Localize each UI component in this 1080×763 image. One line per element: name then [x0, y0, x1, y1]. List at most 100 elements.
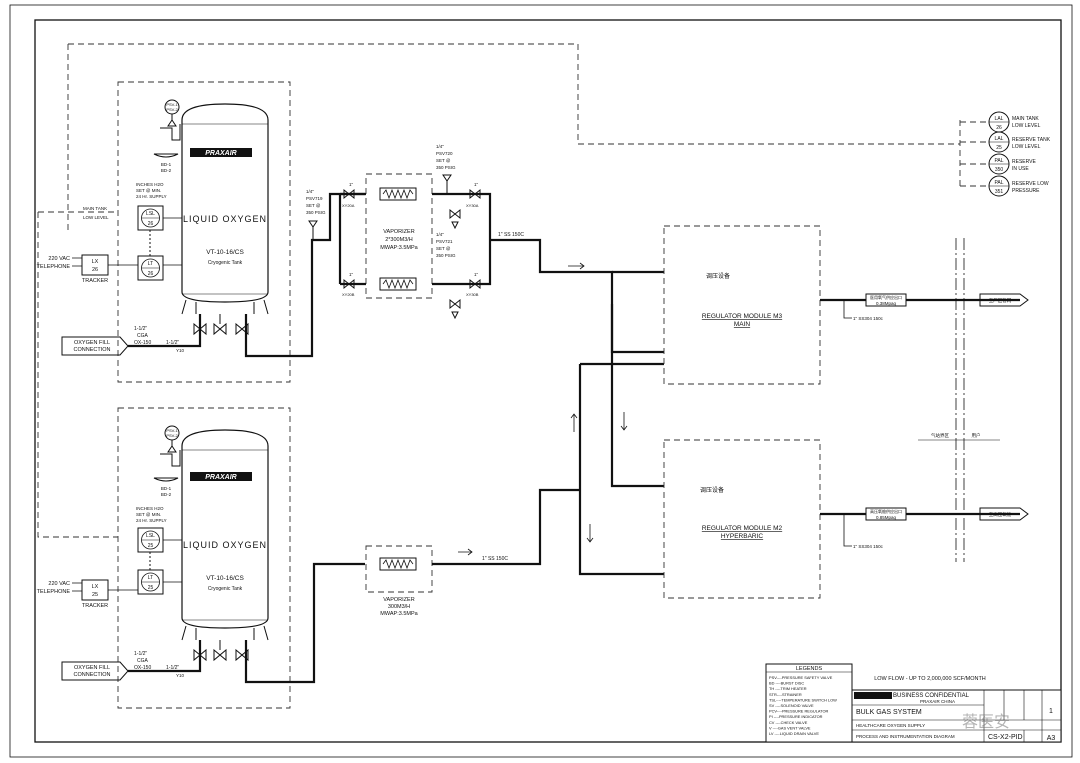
- vaporizer-boundary: [365, 173, 433, 299]
- legend-title: LEGENDS: [796, 666, 823, 672]
- drain-valve: [213, 648, 227, 662]
- confidential-sub: PRAXAIR CHINA: [920, 699, 955, 704]
- alarm-num: 25: [996, 145, 1002, 151]
- tank-model: VT-10-16/CS: [206, 249, 244, 256]
- tank-label: LIQUID OXYGEN: [183, 214, 267, 224]
- legend-item: BD ----BURST DISC: [769, 681, 804, 686]
- bd-tag-2: BD-2: [161, 168, 172, 173]
- outlet-pressure: 0.38Mpag: [876, 301, 897, 306]
- brand-logo: [854, 692, 892, 699]
- alarm-tag: PAL: [994, 158, 1003, 164]
- psv-psi: 350 PSIG: [306, 210, 326, 215]
- phone-label: TELEPHONE: [37, 264, 71, 270]
- regulator-sub: MAIN: [734, 321, 751, 328]
- cryogenic-tank: [181, 103, 269, 303]
- y-tag: Y10: [176, 348, 185, 353]
- psv-set: SET @: [436, 246, 451, 251]
- watermark: 蓉医安: [962, 713, 1010, 731]
- drawing-number: CS-X2-PID: [988, 734, 1023, 741]
- lt-num: 26: [148, 271, 154, 277]
- vaporizer-boundary: [365, 545, 433, 593]
- battery-limit: 气站界区 用户: [918, 238, 1000, 562]
- psv-psi: 350 PSIG: [436, 165, 456, 170]
- tank-model: VT-10-16/CS: [206, 575, 244, 582]
- psv-tag: PSV720: [436, 151, 453, 156]
- pipe-out-label: 1" SS 150C: [498, 232, 524, 238]
- tank-skid-boundary: [117, 81, 291, 383]
- alarm-label-2: PRESSURE: [1012, 188, 1040, 194]
- psv-size: 1/4": [436, 144, 444, 149]
- lsl-tag: LSL: [146, 533, 155, 539]
- pipe-cga: CGA: [137, 658, 149, 664]
- tracker-label: TRACKER: [82, 278, 108, 284]
- vaporizer-capacity: 2*300M3/H: [385, 237, 413, 243]
- tank-assembly-main: PRAXAIR LIQUID OXYGEN VT-10-16/CS Cryoge…: [37, 81, 365, 383]
- alarm-signal-lines: [37, 43, 988, 538]
- outlet-tag-box: [865, 507, 907, 521]
- tank-type: Cryogenic Tank: [208, 586, 243, 592]
- brand-logo: [190, 148, 252, 157]
- fill-connection-flag: [61, 336, 129, 356]
- valve-xy30a: [469, 188, 481, 200]
- psv-size: 1/4": [436, 232, 444, 237]
- alarm-label-2: LOW LEVEL: [1012, 144, 1041, 150]
- legend-item: LV ----LIQUID DRAIN VALVE: [769, 731, 819, 736]
- psv-set: SET @: [306, 203, 321, 208]
- alarm-tag: LAL: [995, 116, 1004, 122]
- valve-tag: XY30A: [466, 203, 479, 208]
- level-note-2: SET @ MIN.: [136, 188, 161, 193]
- fill-label-2: CONNECTION: [74, 347, 111, 353]
- valve-xy30b: [469, 278, 481, 290]
- outlet-pipe: 1" SS304 150c: [853, 316, 884, 321]
- pipe-size: 1-1/2": [134, 651, 147, 657]
- regulator-module-m2: 调压设备 REGULATOR MODULE M2 HYPERBARIC 高压氧舱…: [663, 439, 1029, 599]
- bd-tag: BD-1: [161, 162, 172, 167]
- lsl-tag: LSL: [146, 211, 155, 217]
- regulator-boundary: [663, 439, 821, 599]
- level-note-3: 24 Hr. SUPPLY: [136, 194, 167, 199]
- vaporizer-mawp: MWAP:3.5MPa: [380, 245, 418, 251]
- alarm-lal-26: LAL 26 MAIN TANK LOW LEVEL: [988, 111, 1041, 133]
- alarm-tag: LAL: [995, 136, 1004, 142]
- legend-item: TH ----TRIM HEATER: [769, 686, 807, 691]
- drawing-frame: [34, 19, 1062, 743]
- header-piping: [568, 262, 664, 576]
- tracker-label: TRACKER: [82, 603, 108, 609]
- alarm-num: 351: [995, 189, 1004, 195]
- psv-tag-2: PSV-2: [166, 107, 178, 112]
- psv-tag: PSV721: [436, 239, 453, 244]
- vaporizer-reserve-assembly: VAPORIZER 300M3/H MWAP:3.5MPa 1" SS 150C: [365, 488, 580, 617]
- lsl-num: 25: [148, 543, 154, 549]
- regulator-boundary: [663, 225, 821, 385]
- psv-set: SET @: [436, 158, 451, 163]
- fill-label: OXYGEN FILL: [74, 340, 110, 346]
- legend-item: PSV----PRESSURE SAFETY VALVE: [769, 675, 833, 680]
- fill-label-2: CONNECTION: [74, 672, 111, 678]
- alarm-num: 350: [995, 167, 1004, 173]
- regulator-cn: 调压设备: [706, 272, 730, 280]
- pipe-ox: OX-150: [134, 340, 151, 346]
- legend-item: V ----GAS VENT VALVE: [769, 725, 811, 730]
- revision: 1: [1049, 708, 1053, 715]
- alarm-tag: PAL: [994, 180, 1003, 186]
- alarm-pal-351: PAL 351 RESERVE LOW PRESSURE: [988, 175, 1049, 197]
- valve-tag: XY20A: [342, 203, 355, 208]
- vaporizer-mawp: MWAP:3.5MPa: [380, 611, 418, 617]
- liquid-valve: [235, 322, 249, 336]
- lt-tag: LT: [148, 575, 153, 581]
- valve-size: 1": [474, 182, 479, 187]
- alarm-pal-350: PAL 350 RESERVE IN USE: [988, 153, 1036, 175]
- lsl-num: 26: [148, 221, 154, 227]
- drain-valve: [193, 322, 207, 336]
- destination-label: 至高压氧舱: [989, 511, 1012, 518]
- alarm-label-1: RESERVE LOW: [1012, 181, 1049, 187]
- alarm-label-2: LOW LEVEL: [1012, 123, 1041, 129]
- valve-tag: XY20B: [342, 292, 355, 297]
- pipe-ox: OX-150: [134, 665, 151, 671]
- tank-assembly-reserve: PRAXAIR LIQUID OXYGEN VT-10-16/CS Cryoge…: [37, 407, 365, 709]
- brand-text: PRAXAIR: [205, 474, 237, 481]
- psv-psi: 350 PSIG: [436, 253, 456, 258]
- level-note-1: INCHES H2O: [136, 182, 164, 187]
- power-label: 220 VAC: [48, 256, 70, 262]
